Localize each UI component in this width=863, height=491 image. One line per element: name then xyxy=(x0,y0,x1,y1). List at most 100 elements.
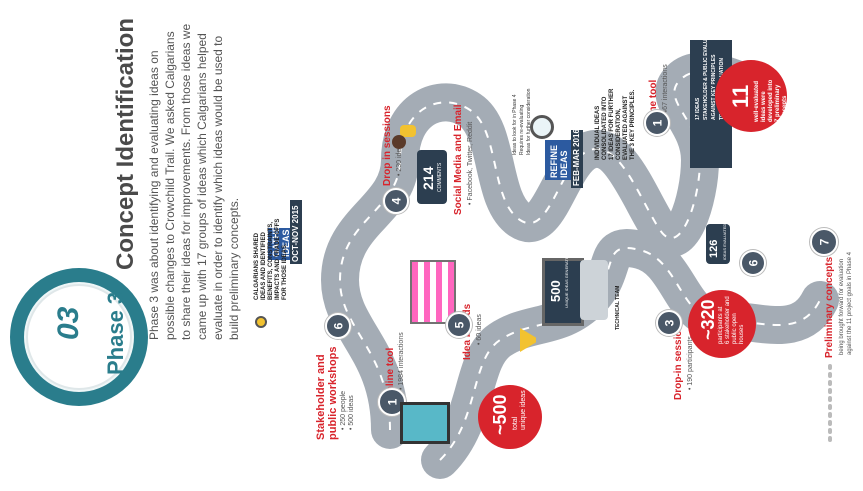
tools-screen-icon xyxy=(400,402,450,444)
meeting-table-icon xyxy=(580,260,608,320)
refine-label-2: IDEAS xyxy=(559,150,569,178)
road-dash xyxy=(338,70,761,431)
stakeholder-title-1: Stakeholder and xyxy=(315,354,327,440)
step-badge-7: 7 xyxy=(810,228,838,256)
stakeholder-title: Stakeholder and public workshops xyxy=(315,346,339,440)
gather-note-line: IDEAS AND IDENTIFIED xyxy=(261,232,267,300)
refine-checklist-item: Ideas to look for in Phase 4 xyxy=(512,94,518,155)
step-badge-5: 5 xyxy=(446,312,472,338)
total-ideas-value: ~500 xyxy=(490,394,510,435)
refine-date-bar xyxy=(571,130,583,188)
road-dash-2 xyxy=(439,247,821,461)
stakeholder-stat: • 250 people xyxy=(340,390,347,430)
eleven-value: 11 xyxy=(728,84,753,108)
total-ideas-label: total unique ideas xyxy=(512,390,528,430)
social-count-label: COMMENTS xyxy=(437,162,443,192)
eleven-circle xyxy=(715,60,787,132)
refine-note-line: INDIVIDUAL IDEAS xyxy=(595,105,601,160)
total-ideas-label-2: unique ideas xyxy=(520,390,527,430)
online-tool-1-stat: • 1984 interactions xyxy=(398,332,405,390)
refine-note-line: CONSOLIDATED INTO xyxy=(602,96,608,160)
evaluation-line: STAKEHOLDER & PUBLIC EVALUATION xyxy=(703,24,709,120)
phase-label: Phase 3 xyxy=(103,291,128,375)
refine-note-line: EVALUATED AGAINST xyxy=(623,95,629,160)
participants-label-line: participants at xyxy=(718,306,724,344)
step-badge-3: 3 xyxy=(656,310,682,336)
eleven-label-line: 7 preliminary xyxy=(775,84,781,122)
participants-circle xyxy=(688,290,756,358)
social-title: Social Media and Email xyxy=(453,104,464,215)
intro-line: possible changes to Crowchild Trail. We … xyxy=(163,31,177,340)
eleven-label-line: well-evaluated xyxy=(754,80,760,122)
step-badge-1b: 1 xyxy=(644,110,670,136)
page-title: Concept Identification xyxy=(112,18,139,270)
eleven-label-line: concepts xyxy=(782,95,788,122)
stakeholder-stats: • 250 people • 500 ideas xyxy=(340,391,356,430)
phone-label: IDEAS EVALUATED xyxy=(722,223,727,260)
gather-note: CALGARIANS SHARED IDEAS AND IDENTIFIED B… xyxy=(254,219,289,300)
total-ideas-circle xyxy=(478,385,542,449)
speech-bubble-icon xyxy=(400,125,416,137)
eleven-label-line: ideas were xyxy=(761,91,767,122)
step-badge-4: 4 xyxy=(383,188,409,214)
refine-label-1: REFINE xyxy=(549,144,559,178)
refine-note-line: THE 3 KEY PRINCIPLES. xyxy=(630,89,636,160)
drop-in-2-stat: • 190 participants xyxy=(687,336,694,390)
intro-line: came up with 17 groups of ideas which Ca… xyxy=(195,33,209,340)
refine-note-line: 17 IDEAS FOR FURTHER xyxy=(609,88,615,160)
map-pin-icon xyxy=(255,316,267,328)
laptop-value: 500 xyxy=(548,280,563,302)
stakeholder-title-2: public workshops xyxy=(327,346,339,440)
gather-date-bar xyxy=(290,200,302,264)
preliminary-title: Preliminary concepts xyxy=(824,256,835,358)
participants-label-line: 6 stakeholder and xyxy=(725,296,731,344)
preliminary-sub: being brought forward for evaluation aga… xyxy=(838,252,854,355)
intro-line: Phase 3 was about identifying and evalua… xyxy=(147,50,161,340)
idea-boards-stat: • 60 ideas xyxy=(476,314,483,345)
tablet-icon xyxy=(417,150,447,204)
eleven-label-line: developed into xyxy=(768,79,774,122)
participants-label-line: public open xyxy=(732,313,738,344)
refine-date: FEB-MAR 2016 xyxy=(572,129,581,186)
gather-note-line: BENEFITS, CONSTRAINTS, xyxy=(268,221,274,300)
stakeholder-stat: • 500 ideas xyxy=(348,395,355,430)
gather-note-line: IMPACTS AND TRADE-OFFS xyxy=(275,218,281,300)
drop-in-1-title: Drop in sessions xyxy=(382,105,393,186)
participants-label-line: houses xyxy=(739,324,745,344)
refine-ideas-flag xyxy=(545,140,571,180)
social-stat: • Facebook, Twitter, Reddit xyxy=(467,121,474,205)
participants-value: ~320 xyxy=(698,299,718,340)
person-icon xyxy=(392,135,406,149)
step-badge-6: 6 xyxy=(325,313,351,339)
participants-label: participants at 6 stakeholder and public… xyxy=(718,296,746,344)
refine-ideas-label: REFINE IDEAS xyxy=(549,145,569,178)
total-ideas-label-1: total xyxy=(512,416,519,430)
gather-ideas-flag xyxy=(268,228,290,260)
gather-note-line: CALGARIANS SHARED xyxy=(254,232,260,300)
preliminary-sub-2: against the 11 project goals in Phase 4 xyxy=(847,252,853,355)
refine-note-line: CONSIDERATION, xyxy=(616,108,622,160)
gather-note-line: FOR THOSE IDEAS. xyxy=(282,243,288,300)
laptop-icon xyxy=(542,258,584,326)
intro-line: evaluate in order to identify which idea… xyxy=(211,35,225,340)
social-count: 214 xyxy=(420,166,436,190)
phase-number: 03 xyxy=(52,306,85,340)
laptop-label: UNIQUE IDEAS GENERATED xyxy=(564,253,569,308)
gather-date: OCT-NOV 2015 xyxy=(291,205,300,262)
refine-checklist-item: Requires re-evaluating xyxy=(519,104,525,155)
phone-value: 126 xyxy=(708,239,720,258)
phase-ring-icon xyxy=(10,268,148,406)
tech-team-label: TECHNICAL TEAM xyxy=(615,285,621,330)
intro-line: to share their ideas for improvements. F… xyxy=(179,23,193,340)
evaluation-line: 17 IDEAS xyxy=(695,97,701,120)
magnifier-icon xyxy=(530,115,554,139)
eleven-label: well-evaluated ideas were developed into… xyxy=(754,80,789,122)
refine-note: INDIVIDUAL IDEAS CONSOLIDATED INTO 17 ID… xyxy=(595,89,637,160)
intro-paragraph: Phase 3 was about identifying and evalua… xyxy=(146,24,242,340)
step-badge-6b: 6 xyxy=(740,250,766,276)
preliminary-sub-1: being brought forward for evaluation xyxy=(839,258,845,355)
idea-board-icon xyxy=(410,260,456,324)
intro-line: build preliminary concepts. xyxy=(227,197,241,340)
phone-icon xyxy=(706,224,730,264)
